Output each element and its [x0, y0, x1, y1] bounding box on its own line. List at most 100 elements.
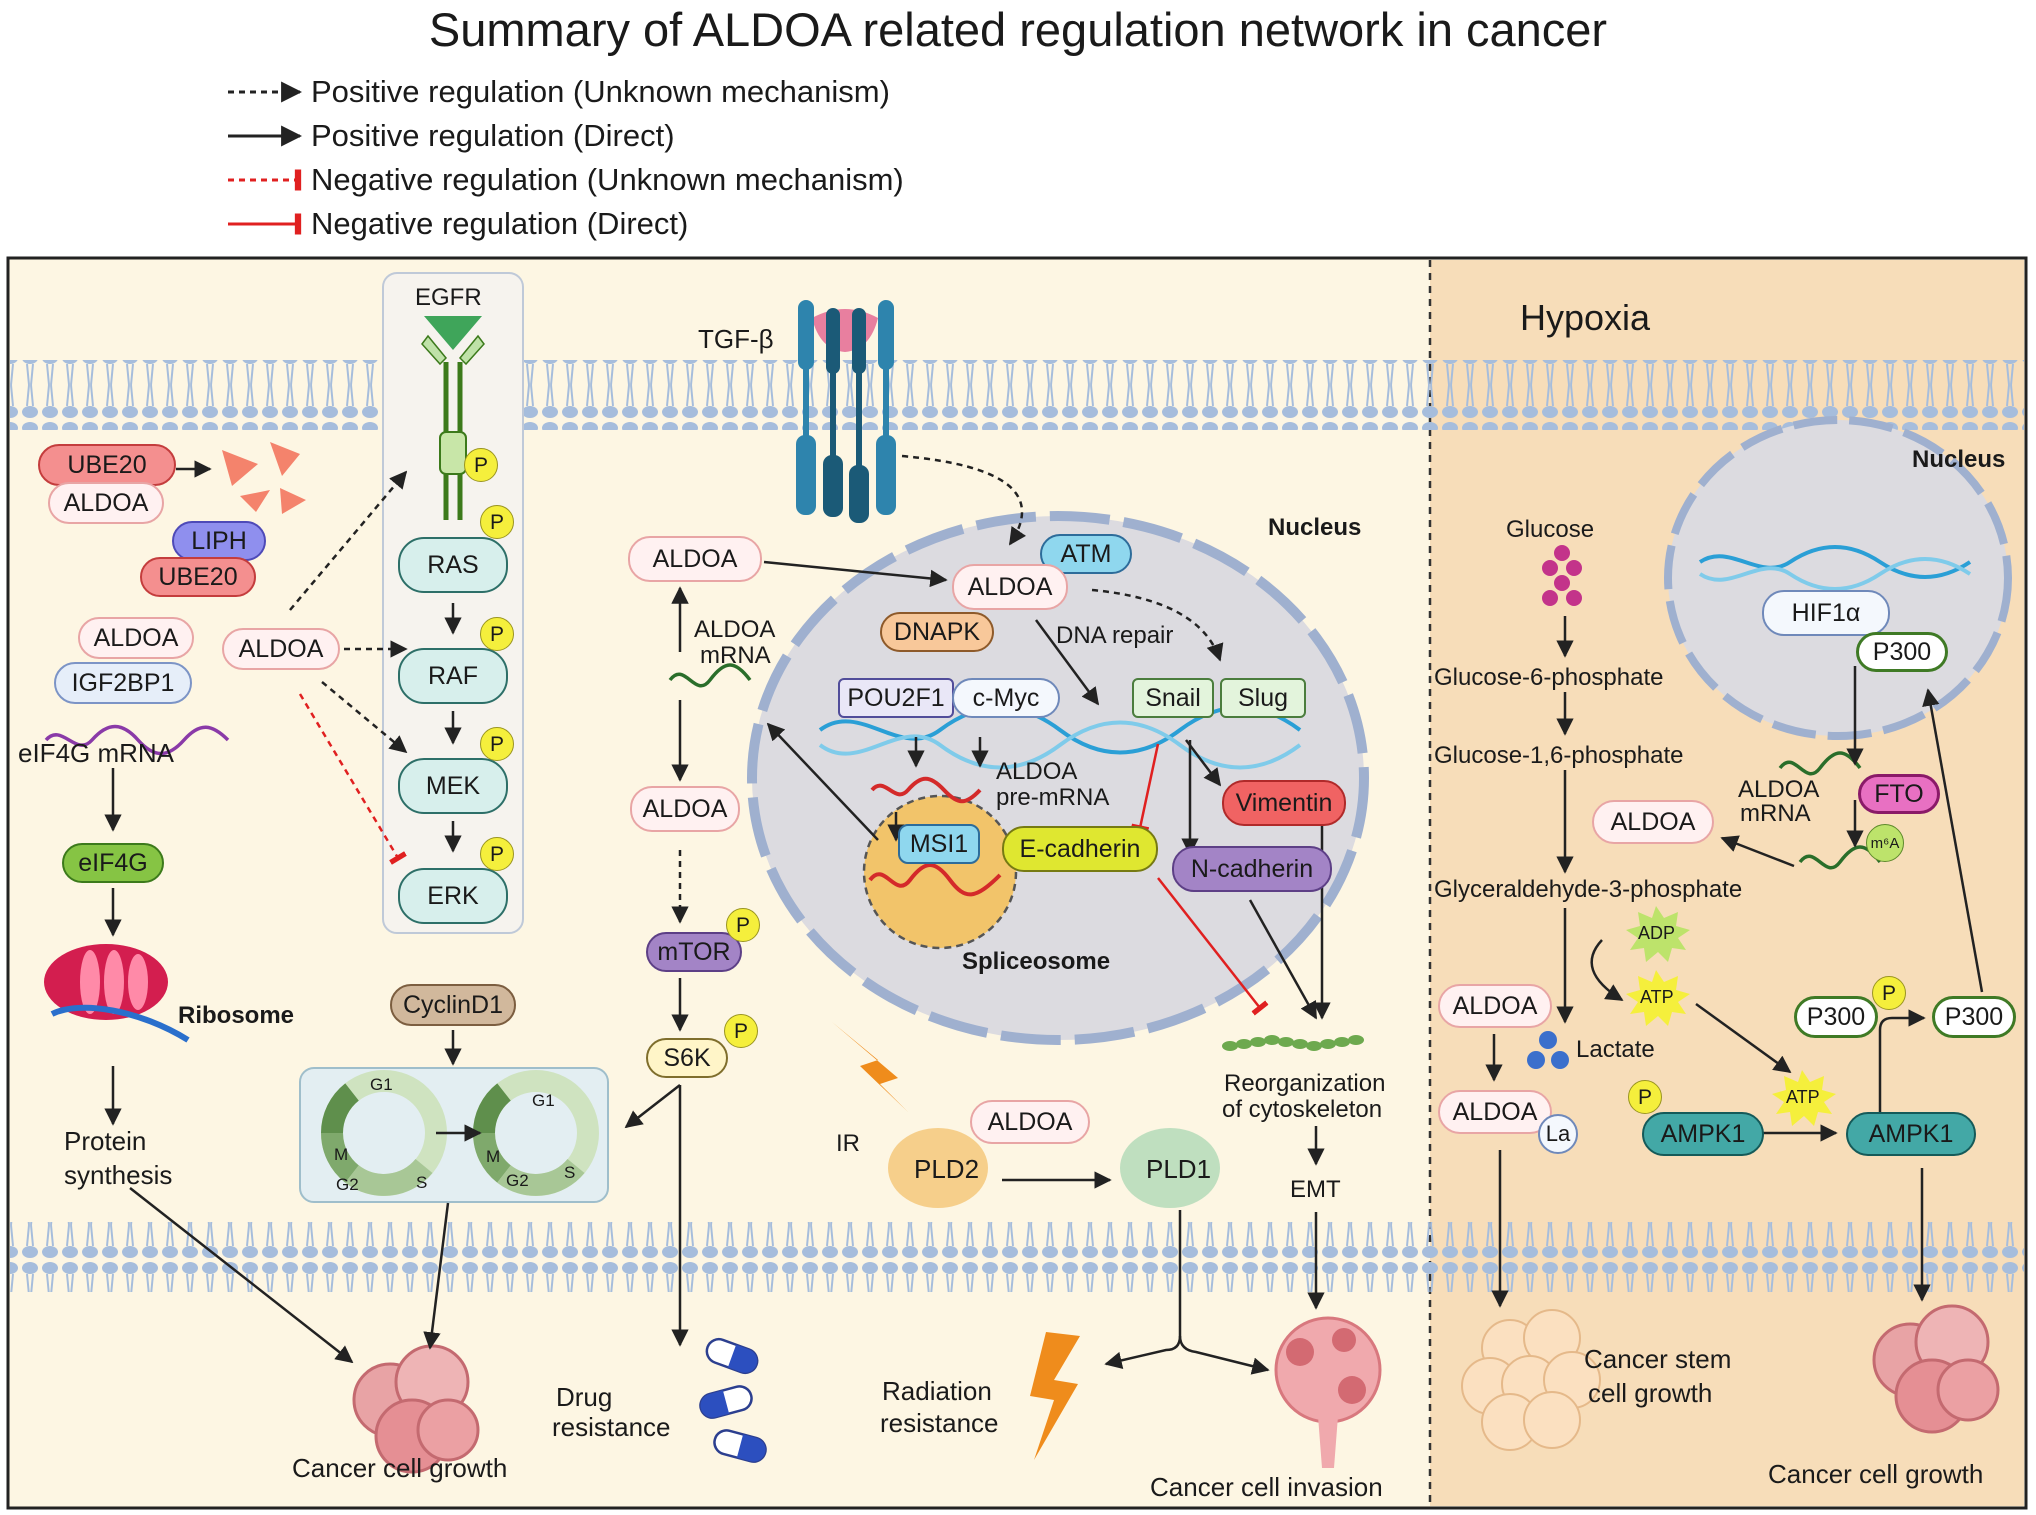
phase-m-left: M: [334, 1145, 349, 1164]
label-resistance-drug: resistance: [552, 1412, 671, 1442]
node-ecadherin: E-cadherin: [1002, 826, 1158, 872]
pld2-blob: [888, 1128, 988, 1208]
cell-cycle-box: [299, 1067, 609, 1203]
node-cyclind1: CyclinD1: [390, 984, 516, 1026]
label-cancer-stem: Cancer stem: [1584, 1344, 1732, 1374]
node-vimentin: Vimentin: [1222, 780, 1346, 826]
phase-g2-left: G2: [336, 1175, 359, 1194]
cancer-cell-invasion-icon: [1274, 1316, 1382, 1468]
node-ampk1-b: AMPK1: [1846, 1112, 1976, 1156]
phospho-erk: P: [480, 837, 514, 871]
legend-negative-unknown: Negative regulation (Unknown mechanism): [311, 162, 904, 197]
legend-positive-direct: Positive regulation (Direct): [311, 118, 675, 153]
cytoskeleton-fibre-icon: [1222, 1035, 1364, 1051]
node-liph: LIPH: [172, 521, 266, 561]
phospho-ampk1: P: [1628, 1080, 1662, 1114]
ribosome-icon: [44, 944, 190, 1043]
cancer-cell-cluster-left-icon: [352, 1344, 480, 1474]
phospho-raf: P: [480, 617, 514, 651]
label-tgf-beta: TGF-β: [698, 324, 774, 354]
node-ras: RAS: [398, 537, 508, 593]
atp-star-icon-2: [1772, 1070, 1836, 1126]
node-aldoa-hyp-1: ALDOA: [1592, 800, 1714, 844]
lightning-ir-icon: [832, 1022, 908, 1112]
protein-fragment-icon: [222, 442, 306, 514]
node-aldoa-b: ALDOA: [78, 617, 194, 659]
label-aldoa-mrna-2: mRNA: [700, 642, 771, 669]
label-adp: ADP: [1638, 923, 1676, 943]
label-pld1: PLD1: [1146, 1154, 1212, 1184]
label-glucose: Glucose: [1506, 516, 1595, 543]
label-aldoa-mrna-hyp-2: mRNA: [1740, 800, 1811, 827]
label-atp-2: ATP: [1786, 1087, 1820, 1107]
label-of-cytoskeleton: of cytoskeleton: [1222, 1096, 1383, 1123]
phase-g1-right: G1: [532, 1091, 555, 1110]
capsule-icon: [699, 1337, 767, 1463]
lightning-radiation-icon: [1030, 1332, 1080, 1460]
legend-lines: [228, 81, 303, 235]
tgf-beta-receptor-icon: [796, 300, 896, 523]
atp-star-icon-1: [1626, 970, 1690, 1026]
label-aldoa-mrna-1: ALDOA: [694, 616, 776, 643]
node-aldoa-pld: ALDOA: [970, 1100, 1090, 1144]
plasma-membrane-top: [10, 360, 2024, 430]
egfr-receptor-icon: [421, 316, 485, 520]
label-drug: Drug: [556, 1382, 613, 1412]
node-ampk1-a: AMPK1: [1642, 1112, 1764, 1156]
label-hypoxia: Hypoxia: [1520, 297, 1651, 338]
node-eif4g: eIF4G: [62, 843, 164, 883]
label-cancer-cell-invasion: Cancer cell invasion: [1150, 1472, 1383, 1502]
label-aldoa-premrna-1: ALDOA: [996, 758, 1078, 785]
cancer-cell-cluster-right-icon: [1872, 1304, 2000, 1434]
phase-s-left: S: [416, 1173, 428, 1192]
phospho-egfr: P: [464, 448, 498, 482]
node-igf2bp1: IGF2BP1: [54, 662, 192, 704]
legend-positive-unknown: Positive regulation (Unknown mechanism): [311, 74, 890, 109]
glucose-icon: [1542, 545, 1582, 606]
pld1-blob: [1120, 1128, 1220, 1208]
label-egfr: EGFR: [415, 284, 482, 311]
phase-s-right: S: [564, 1163, 576, 1182]
label-lactate: Lactate: [1576, 1036, 1655, 1063]
label-g16p: Glucose-1,6-phosphate: [1434, 742, 1684, 769]
phase-g1-left: G1: [370, 1075, 393, 1094]
label-atp-1: ATP: [1640, 987, 1674, 1007]
label-eif4g-mrna: eIF4G mRNA: [18, 738, 175, 768]
node-hif1a: HIF1α: [1762, 590, 1890, 636]
phospho-s6k: P: [724, 1014, 758, 1048]
node-p300-nucleus: P300: [1856, 632, 1948, 672]
label-resistance-radiation: resistance: [880, 1408, 999, 1438]
phospho-ras: P: [480, 505, 514, 539]
node-dnapk: DNAPK: [880, 612, 994, 652]
phase-m-right: M: [486, 1147, 501, 1166]
label-radiation: Radiation: [882, 1376, 992, 1406]
label-aldoa-premrna-2: pre-mRNA: [996, 784, 1110, 811]
label-cancer-cell-growth-left: Cancer cell growth: [292, 1453, 508, 1483]
node-raf: RAF: [398, 648, 508, 704]
adp-star-icon: [1626, 906, 1690, 962]
label-emt: EMT: [1290, 1176, 1341, 1203]
label-g6p: Glucose-6-phosphate: [1434, 664, 1664, 691]
label-reorganization: Reorganization: [1224, 1070, 1386, 1097]
node-slug: Slug: [1220, 678, 1306, 718]
label-pld2: PLD2: [914, 1154, 980, 1184]
lactate-icon: [1527, 1031, 1569, 1069]
cancer-stem-cell-icon: [1461, 1309, 1601, 1451]
node-pou2f1: POU2F1: [838, 678, 954, 718]
phospho-p300: P: [1872, 976, 1906, 1010]
node-ube20-b: UBE20: [140, 557, 256, 597]
node-aldoa-mid: ALDOA: [630, 786, 740, 832]
label-nucleus-main: Nucleus: [1268, 514, 1362, 541]
node-p300-b: P300: [1932, 996, 2016, 1038]
node-snail: Snail: [1132, 678, 1214, 718]
node-mek: MEK: [398, 758, 508, 814]
label-ir: IR: [836, 1130, 860, 1157]
node-ube20-a: UBE20: [38, 444, 176, 486]
node-msi1: MSI1: [898, 824, 980, 864]
node-aldoa-cyto: ALDOA: [628, 536, 762, 582]
node-aldoa-hyp-2: ALDOA: [1438, 984, 1552, 1028]
node-aldoa-nucleus: ALDOA: [952, 564, 1068, 610]
node-erk: ERK: [398, 868, 508, 924]
